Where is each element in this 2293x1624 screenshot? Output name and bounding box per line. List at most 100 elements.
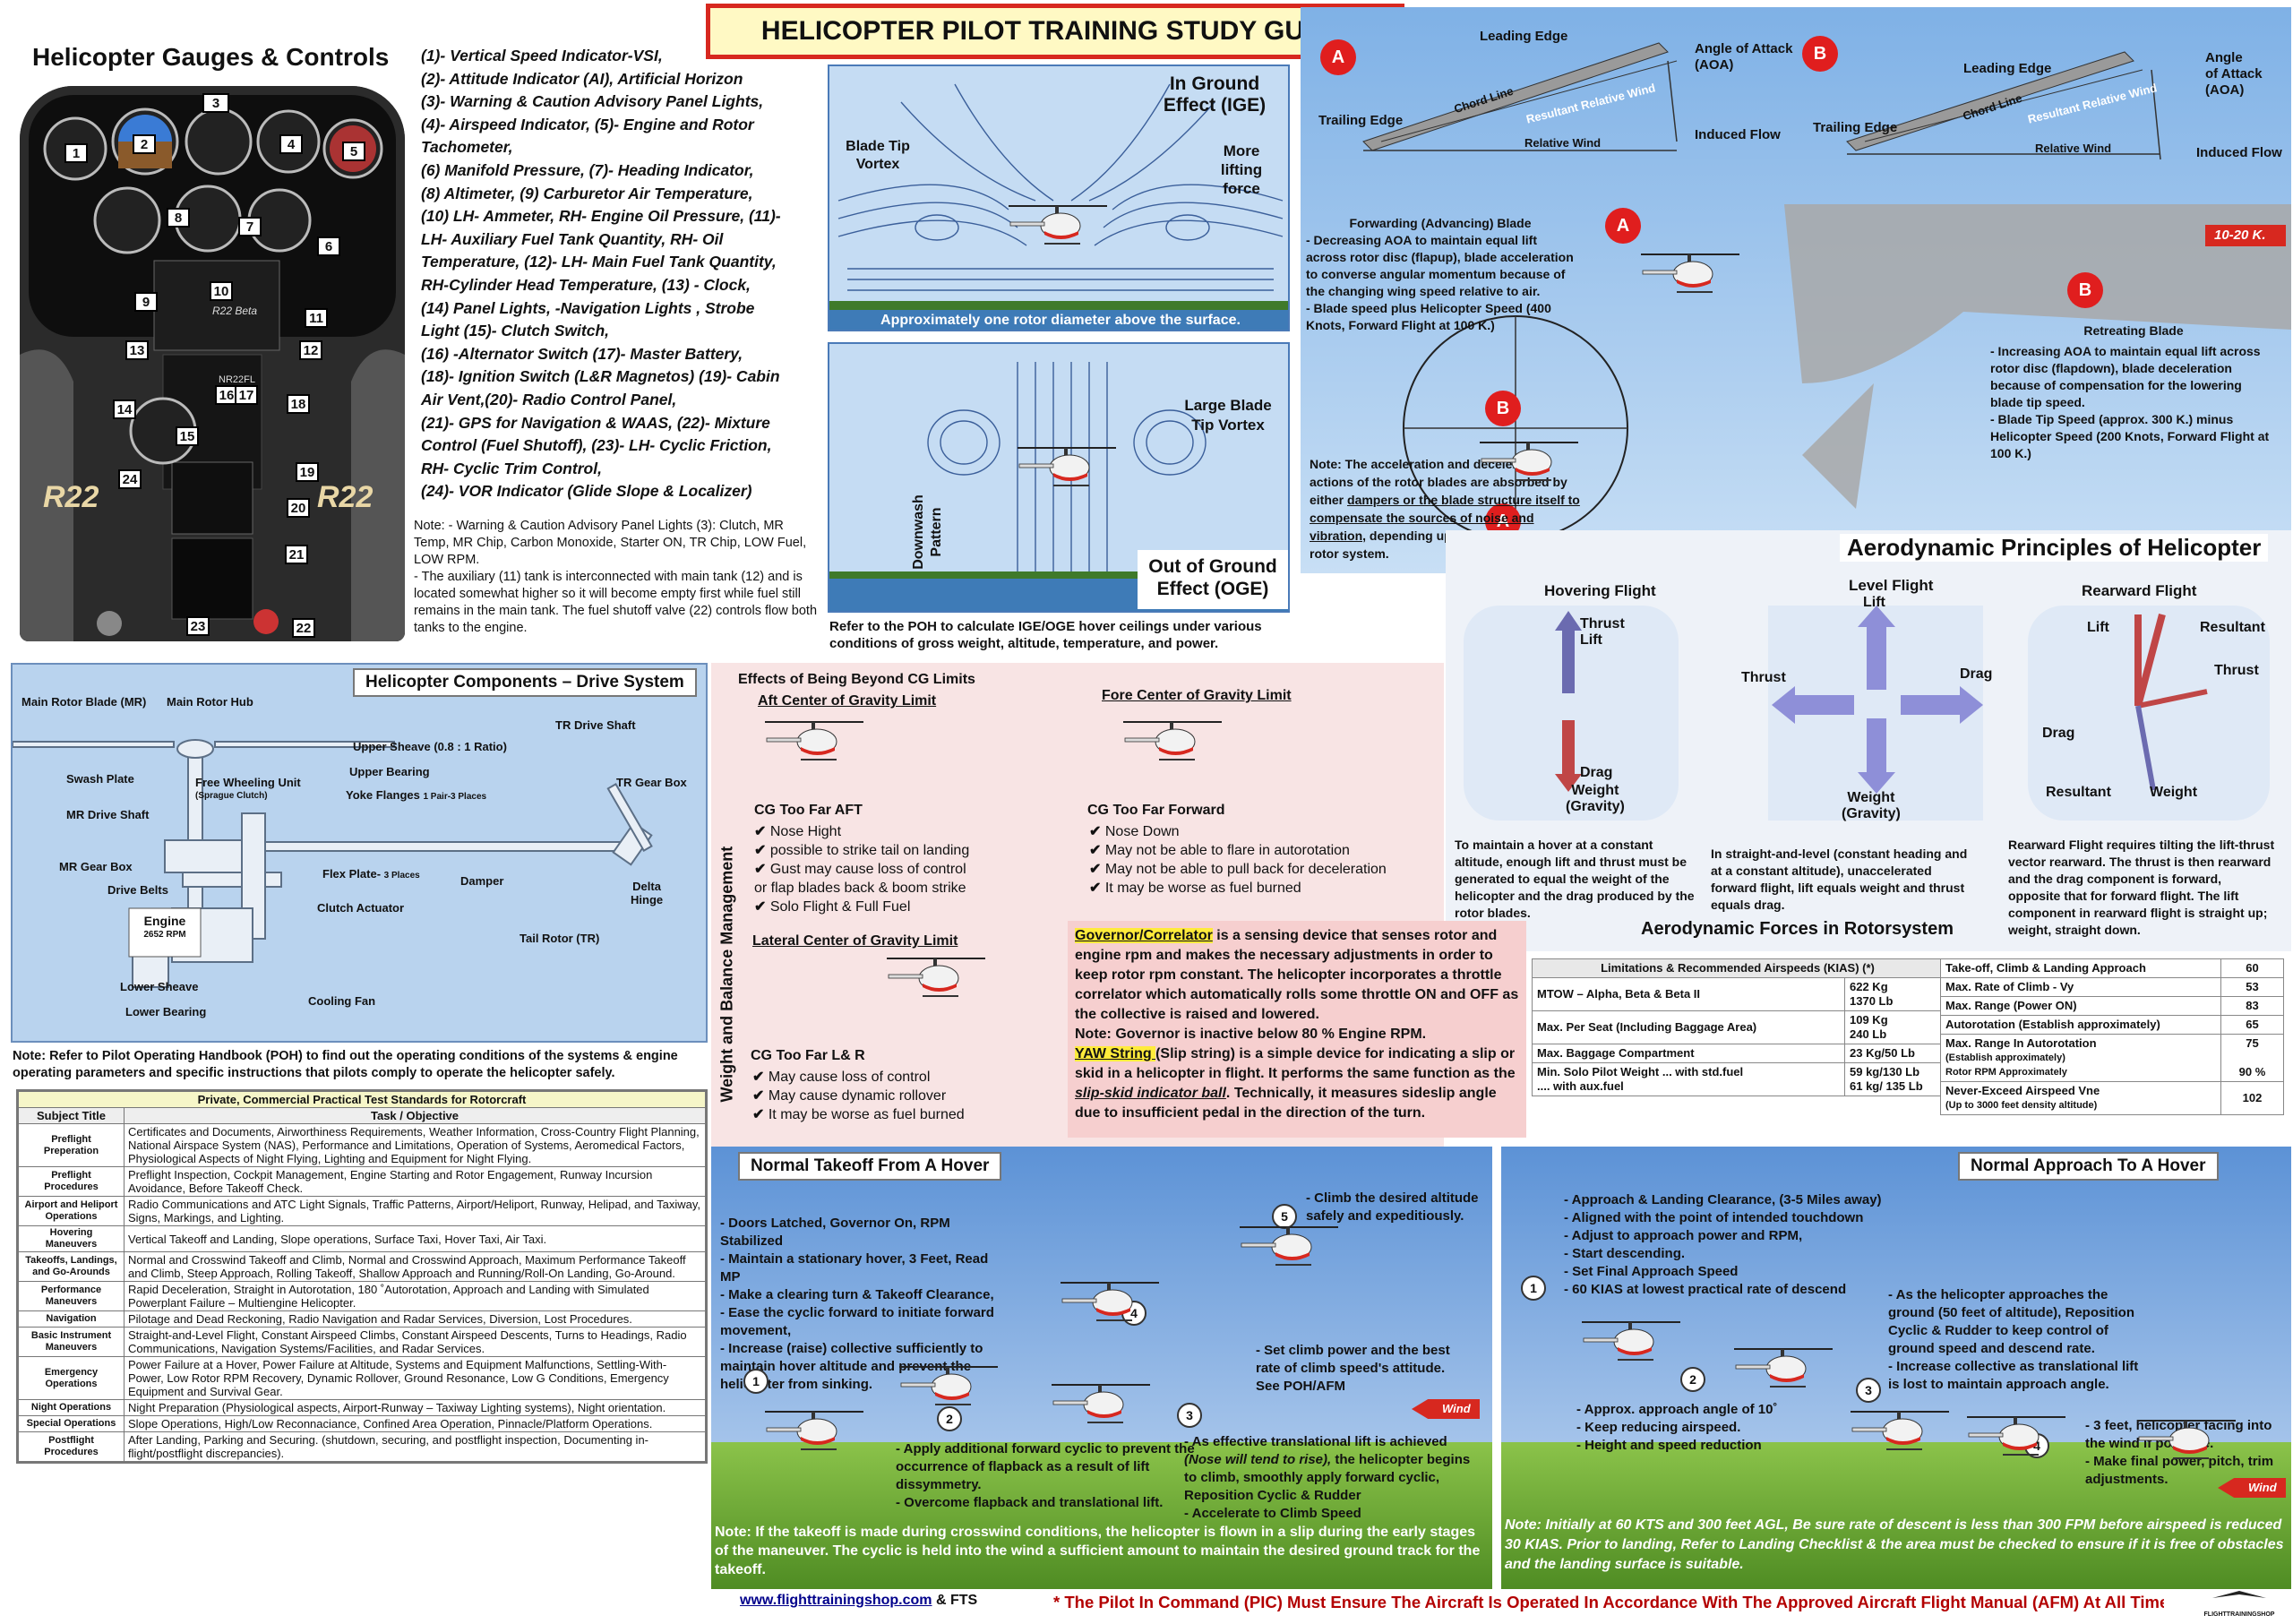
helicopter-icon — [1851, 1411, 1949, 1450]
gauge-callout-9: 9 — [134, 292, 158, 312]
pts-task: Night Preparation (Physiological aspects… — [124, 1399, 706, 1416]
gauge-callout-3: 3 — [202, 93, 229, 113]
lbl-tr-drive-shaft: TR Drive Shaft — [555, 718, 636, 732]
gauges-list-line: (1)- Vertical Speed Indicator-VSI, — [421, 47, 663, 64]
approach-heli-2 — [1734, 1344, 1833, 1398]
oge-panel: Large Blade Tip Vortex Downwash Pattern … — [828, 342, 1290, 613]
trailing-edge-b: Trailing Edge — [1813, 120, 1898, 135]
takeoff-marker-3: 3 — [1177, 1403, 1202, 1428]
hover-drag: Drag — [1580, 765, 1613, 780]
limits-label: Min. Solo Pilot Weight ... with std.fuel… — [1532, 1062, 1845, 1096]
aoa-a: Angle of Attack (AOA) — [1695, 41, 1793, 73]
pts-subject: Basic Instrument Maneuvers — [18, 1327, 125, 1357]
footer-website-link[interactable]: www.flighttrainingshop.com — [740, 1593, 932, 1608]
speeds-row: Max. Range In Autorotation(Establish app… — [1940, 1034, 2284, 1082]
lateral-sub: CG Too Far L& R — [751, 1048, 865, 1063]
rear-weight: Weight — [2150, 785, 2198, 800]
pts-task: Normal and Crosswind Takeoff and Climb, … — [124, 1251, 706, 1282]
approach-wind-arrow: Wind — [2218, 1478, 2286, 1498]
lbl-free-wheeling: Free Wheeling Unit(Sprague Clutch) — [195, 776, 301, 801]
approach-heli-5 — [2137, 1415, 2236, 1470]
pts-task: Preflight Inspection, Cockpit Management… — [124, 1166, 706, 1197]
gauges-list: (1)- Vertical Speed Indicator-VSI,(2)- A… — [421, 45, 833, 503]
retreating-blade-title: Retreating Blade — [2083, 323, 2184, 338]
level-drag: Drag — [1960, 666, 1993, 682]
approach-marker-3: 3 — [1856, 1378, 1881, 1403]
speeds-label-cell: Max. Range (Power ON) — [1940, 996, 2221, 1016]
approach-step-3: - As the helicopter approaches the groun… — [1888, 1287, 2139, 1392]
aft-list-item: Nose Hight — [754, 822, 1023, 841]
pts-task: Radio Communications and ATC Light Signa… — [124, 1196, 706, 1226]
approach-heli-3 — [1851, 1406, 1949, 1461]
aft-title: Aft Center of Gravity Limit — [758, 693, 937, 709]
speeds-row: Max. Range (Power ON)83 — [1940, 996, 2284, 1016]
speeds-sub: (Up to 3000 feet density altitude) — [1945, 1100, 2098, 1111]
limits-label: MTOW – Alpha, Beta & Beta II — [1532, 977, 1845, 1011]
speeds-label-cell: Max. Range In Autorotation(Establish app… — [1940, 1034, 2221, 1082]
rear-diagram — [2028, 606, 2270, 821]
advancing-blade-body: - Decreasing AOA to maintain equal lift … — [1306, 233, 1574, 332]
lbl-tail-rotor: Tail Rotor (TR) — [520, 932, 600, 945]
pts-task: Straight-and-Level Flight, Constant Airs… — [124, 1327, 706, 1357]
fore-list-item: May not be able to flare in autorotation — [1089, 841, 1444, 860]
fore-sub: CG Too Far Forward — [1087, 803, 1225, 818]
gauge-callout-7: 7 — [238, 217, 262, 236]
gauge-callout-19: 19 — [296, 462, 319, 482]
speeds-row: Never-Exceed Airspeed Vne(Up to 3000 fee… — [1940, 1081, 2284, 1115]
gauges-list-line: Light (15)- Clutch Switch, — [421, 322, 609, 340]
pts-task: Vertical Takeoff and Landing, Slope oper… — [124, 1225, 706, 1252]
aero-principles-panel: Aerodynamic Principles of Helicopter Hov… — [1446, 530, 2291, 951]
lateral-list-item: It may be worse as fuel burned — [752, 1105, 1021, 1124]
helicopter-icon — [1480, 442, 1578, 481]
helicopter-icon — [1009, 205, 1107, 245]
gauges-list-line: (16) -Alternator Switch (17)- Master Bat… — [421, 344, 743, 363]
level-title: Level Flight — [1849, 577, 1934, 594]
gauges-list-line: Temperature, (12)- LH- Main Fuel Tank Qu… — [421, 253, 777, 271]
helicopter-icon — [1061, 1282, 1159, 1321]
speeds-value: 75 90 % — [2220, 1034, 2284, 1082]
pts-col-task: Task / Objective — [124, 1107, 706, 1124]
oge-note: Refer to the POH to calculate IGE/OGE ho… — [829, 619, 1262, 651]
takeoff-heli-2 — [899, 1362, 998, 1416]
pts-subject: Navigation — [18, 1310, 125, 1328]
lbl-upper-sheave: Upper Sheave (0.8 : 1 Ratio) — [353, 740, 507, 753]
level-lift: Lift — [1863, 595, 1885, 610]
fore-helicopter — [1123, 717, 1222, 771]
gauges-list-line: (18)- Ignition Switch (L&R Magnetos) (19… — [421, 367, 780, 386]
drive-system-drawing — [13, 739, 653, 988]
gauge-callout-1: 1 — [64, 143, 88, 163]
takeoff-heli-3 — [1052, 1379, 1150, 1434]
pts-subject: Hovering Maneuvers — [18, 1225, 125, 1252]
limits-header: Limitations & Recommended Airspeeds (KIA… — [1532, 958, 1944, 978]
limits-table: Limitations & Recommended Airspeeds (KIA… — [1532, 958, 1944, 1096]
footer-fts: & FTS — [932, 1593, 978, 1608]
drive-heading: Helicopter Components – Drive System — [353, 668, 697, 697]
helicopter-icon — [1967, 1416, 2065, 1456]
aft-list-item: Solo Flight & Full Fuel — [754, 898, 1023, 916]
approach-step-4: - 3 feet, helicopter facing into the win… — [2085, 1418, 2274, 1487]
r22-badge-right: R22 — [317, 480, 374, 514]
governor-term: Governor/Correlator — [1075, 928, 1213, 943]
helicopter-icon — [1052, 1384, 1150, 1423]
fore-list-item: It may be worse as fuel burned — [1089, 879, 1444, 898]
gauge-callout-11: 11 — [305, 308, 328, 328]
gauges-list-line: (10) LH- Ammeter, RH- Engine Oil Pressur… — [421, 207, 781, 226]
gauge-callout-14: 14 — [113, 400, 136, 419]
speeds-value: 102 — [2220, 1081, 2284, 1115]
r22-badge-left: R22 — [43, 480, 99, 514]
takeoff-step-5: - Climb the desired altitude safely and … — [1306, 1190, 1479, 1224]
blade-marker-a: A — [1320, 39, 1356, 75]
lbl-lower-sheave: Lower Sheave — [120, 980, 199, 993]
lbl-swash-plate: Swash Plate — [66, 772, 134, 786]
governor-note: Note: Governor is inactive below 80 % En… — [1075, 1027, 1427, 1042]
wind-speed-badge: 10-20 K. — [2214, 228, 2266, 243]
lbl-yoke-flanges: Yoke Flanges 1 Pair-3 Places — [346, 788, 487, 802]
